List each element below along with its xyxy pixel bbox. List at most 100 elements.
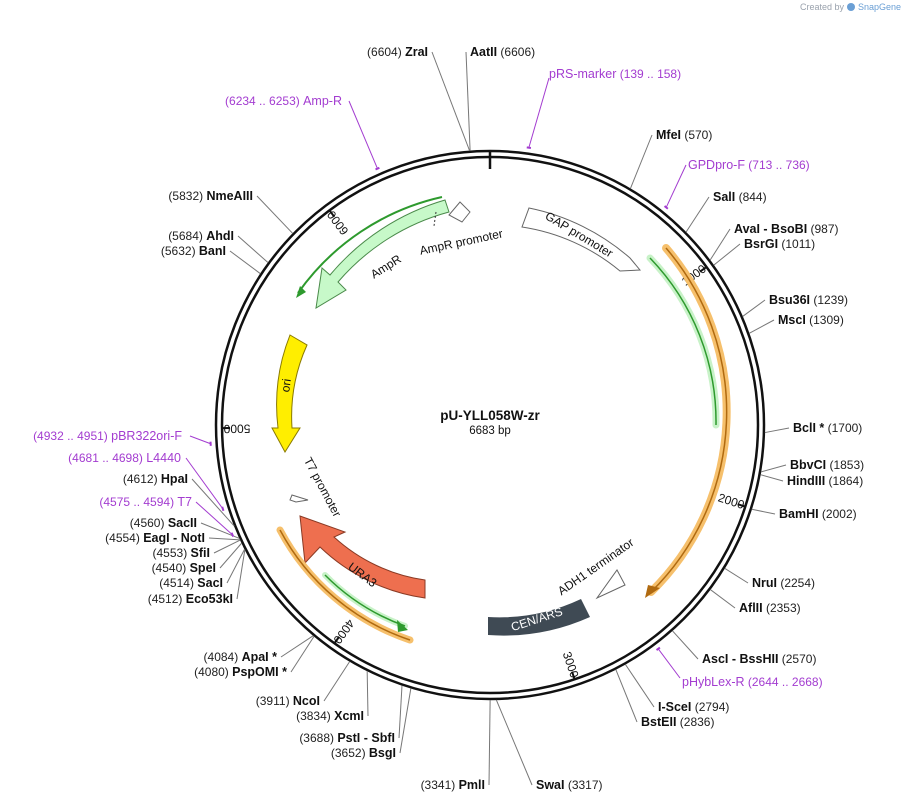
pmli-site-label[interactable]: (3341) PmlI [421, 778, 485, 792]
pmli-name: PmlI [459, 778, 485, 792]
eco53ki-position: (4512) [148, 592, 186, 606]
t7-leader [195, 501, 233, 536]
amp-r-primer-label[interactable]: (6234 .. 6253) Amp-R [225, 94, 342, 108]
hpai-site-label[interactable]: (4612) HpaI [123, 472, 188, 486]
spei-site-label[interactable]: (4540) SpeI [152, 561, 216, 575]
psti-sbfi-name: PstI - SbfI [337, 731, 395, 745]
swai-position: (3317) [565, 778, 603, 792]
i-scei-site-label[interactable]: I-SceI (2794) [658, 700, 729, 714]
msci-site-label[interactable]: MscI (1309) [778, 313, 844, 327]
gpdpro-f-primer-label[interactable]: GPDpro-F (713 .. 736) [688, 158, 810, 172]
bcli-site-label[interactable]: BclI * (1700) [793, 421, 862, 435]
msci-leader [749, 319, 775, 334]
eco53ki-leader [236, 549, 246, 600]
ampr-green-line [297, 196, 443, 294]
ahdi-site-label[interactable]: (5684) AhdI [168, 229, 234, 243]
psti-sbfi-site-label[interactable]: (3688) PstI - SbfI [299, 731, 395, 745]
apai-site-label[interactable]: (4084) ApaI * [204, 650, 278, 664]
xcmi-position: (3834) [296, 709, 334, 723]
aflii-site-label[interactable]: AflII (2353) [739, 601, 801, 615]
bsgi-site-label[interactable]: (3652) BsgI [331, 746, 396, 760]
l4440-primer-label[interactable]: (4681 .. 4698) L4440 [68, 451, 181, 465]
tick-label-3000: 3000 [560, 650, 582, 680]
bsrgi-site-label[interactable]: BsrGI (1011) [744, 237, 815, 251]
asci-bsshii-name: AscI - BssHII [702, 652, 778, 666]
avai-bsobi-site-label[interactable]: AvaI - BsoBI (987) [734, 222, 839, 236]
saci-site-label[interactable]: (4514) SacI [159, 576, 223, 590]
hpai-position: (4612) [123, 472, 161, 486]
ampr-promoter-label: AmpR promoter [418, 226, 504, 257]
sfii-site-label[interactable]: (4553) SfiI [153, 546, 210, 560]
bamhi-name: BamHI [779, 507, 819, 521]
bbvci-site-label[interactable]: BbvCI (1853) [790, 458, 864, 472]
spei-position: (4540) [152, 561, 190, 575]
l4440-leader [185, 457, 224, 510]
nmeaiii-leader [256, 195, 294, 234]
pmli-leader [488, 699, 491, 786]
hindiii-site-label[interactable]: HindIII (1864) [787, 474, 863, 488]
zrai-position: (6604) [367, 45, 405, 59]
eagi-noti-site-label[interactable]: (4554) EagI - NotI [105, 531, 205, 545]
aatii-site-label[interactable]: AatII (6606) [470, 45, 535, 59]
snapgene-logo-icon [847, 3, 855, 11]
aatii-position: (6606) [497, 45, 535, 59]
msci-name: MscI [778, 313, 806, 327]
asci-bsshii-site-label[interactable]: AscI - BssHII (2570) [702, 652, 816, 666]
msci-position: (1309) [806, 313, 844, 327]
bsu36i-site-label[interactable]: Bsu36I (1239) [769, 293, 848, 307]
ncoi-leader [323, 661, 351, 702]
apai-position: (4084) [204, 650, 242, 664]
eco53ki-site-label[interactable]: (4512) Eco53kI [148, 592, 233, 606]
ncoi-site-label[interactable]: (3911) NcoI [256, 694, 320, 708]
gpdpro-f-primer-mark [663, 205, 669, 210]
bani-site-label[interactable]: (5632) BanI [161, 244, 226, 258]
tick-2000 [737, 503, 745, 508]
sfii-leader [213, 539, 241, 554]
hpai-name: HpaI [161, 472, 188, 486]
bsrgi-position: (1011) [778, 237, 815, 251]
adh1-terminator-arrow[interactable] [595, 569, 626, 600]
credit-brand: SnapGene [858, 2, 901, 12]
sacii-site-label[interactable]: (4560) SacII [130, 516, 197, 530]
pspomi-site-label[interactable]: (4080) PspOMI * [194, 665, 287, 679]
gap-promoter-arrow[interactable] [521, 207, 642, 272]
ampr-arrow[interactable] [315, 199, 450, 309]
pspomi-leader [290, 636, 315, 673]
ura3-arrow[interactable] [299, 515, 426, 599]
t7-primer-mark [230, 532, 235, 538]
avai-bsobi-name: AvaI - BsoBI [734, 222, 807, 236]
phyblex-r-primer-mark [655, 646, 661, 651]
nmeaiii-site-label[interactable]: (5832) NmeAIII [168, 189, 253, 203]
xcmi-site-label[interactable]: (3834) XcmI [296, 709, 364, 723]
bamhi-leader [751, 508, 776, 515]
mfei-leader [629, 134, 653, 189]
ori-arrow[interactable] [271, 334, 308, 453]
zrai-site-label[interactable]: (6604) ZraI [367, 45, 428, 59]
plasmid-name: pU-YLL058W-zr [440, 408, 540, 423]
prs-marker-primer-label[interactable]: pRS-marker (139 .. 158) [549, 67, 681, 81]
cen-ars-block[interactable] [488, 599, 590, 636]
mfei-site-label[interactable]: MfeI (570) [656, 128, 712, 142]
t7-promoter-arrow[interactable] [289, 494, 309, 503]
saci-name: SacI [197, 576, 223, 590]
sali-site-label[interactable]: SalI (844) [713, 190, 767, 204]
t7-primer-label[interactable]: (4575 .. 4594) T7 [99, 495, 192, 509]
sfii-position: (4553) [153, 546, 191, 560]
bcli-position: (1700) [824, 421, 862, 435]
spei-name: SpeI [190, 561, 216, 575]
orf-green-left-head [397, 620, 408, 632]
phyblex-r-primer-label[interactable]: pHybLex-R (2644 .. 2668) [682, 675, 823, 689]
bamhi-site-label[interactable]: BamHI (2002) [779, 507, 857, 521]
swai-site-label[interactable]: SwaI (3317) [536, 778, 603, 792]
asci-bsshii-leader [672, 630, 699, 660]
pbr322ori-f-primer-label[interactable]: (4932 .. 4951) pBR322ori-F [33, 429, 182, 443]
phyblex-r-leader [657, 648, 681, 679]
phyblex-r-name: pHybLex-R [682, 675, 745, 689]
pspomi-name: PspOMI * [232, 665, 287, 679]
ampr-promoter-arrow[interactable] [448, 201, 471, 223]
avai-bsobi-leader [709, 228, 731, 261]
phyblex-r-range: (2644 .. 2668) [745, 675, 823, 689]
sali-leader [685, 196, 710, 233]
bsteii-site-label[interactable]: BstEII (2836) [641, 715, 714, 729]
nrui-site-label[interactable]: NruI (2254) [752, 576, 815, 590]
